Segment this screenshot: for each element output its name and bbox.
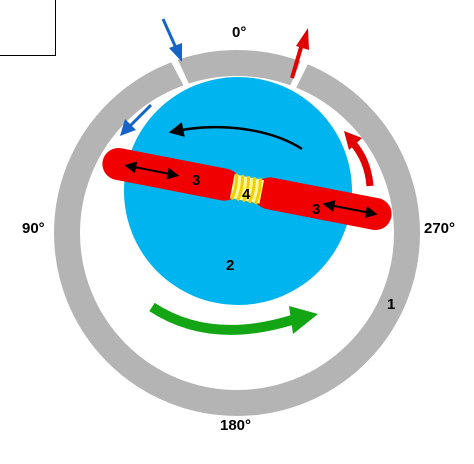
intake-port [170,56,190,90]
exhaust-arrow-side [344,131,374,187]
vane-left-motion-arrow [124,161,180,180]
vane-assembly [102,148,392,230]
exhaust-arrow-top [290,28,309,79]
vane-right-motion-arrow [322,200,378,218]
angle-label-180: 180° [220,417,251,434]
rotation-arrow [168,122,303,151]
part-number-vane-left: 3 [192,172,200,189]
panel-label [1,1,31,41]
angle-label-0: 0° [232,24,246,41]
angle-label-90: 90° [22,220,45,237]
intake-arrow-top [161,18,182,62]
panel-label-box [0,0,56,56]
part-number-vane-right: 3 [312,201,320,218]
spring [229,173,265,205]
pump-housing [54,50,420,416]
part-number-spring: 4 [242,186,251,203]
intake-arrow-inner [120,103,153,136]
angle-label-270: 270° [424,220,455,237]
exhaust-port [290,56,310,90]
part-number-housing: 1 [387,296,395,313]
part-number-rotor: 2 [226,257,234,274]
flow-direction-arrow [149,302,318,335]
